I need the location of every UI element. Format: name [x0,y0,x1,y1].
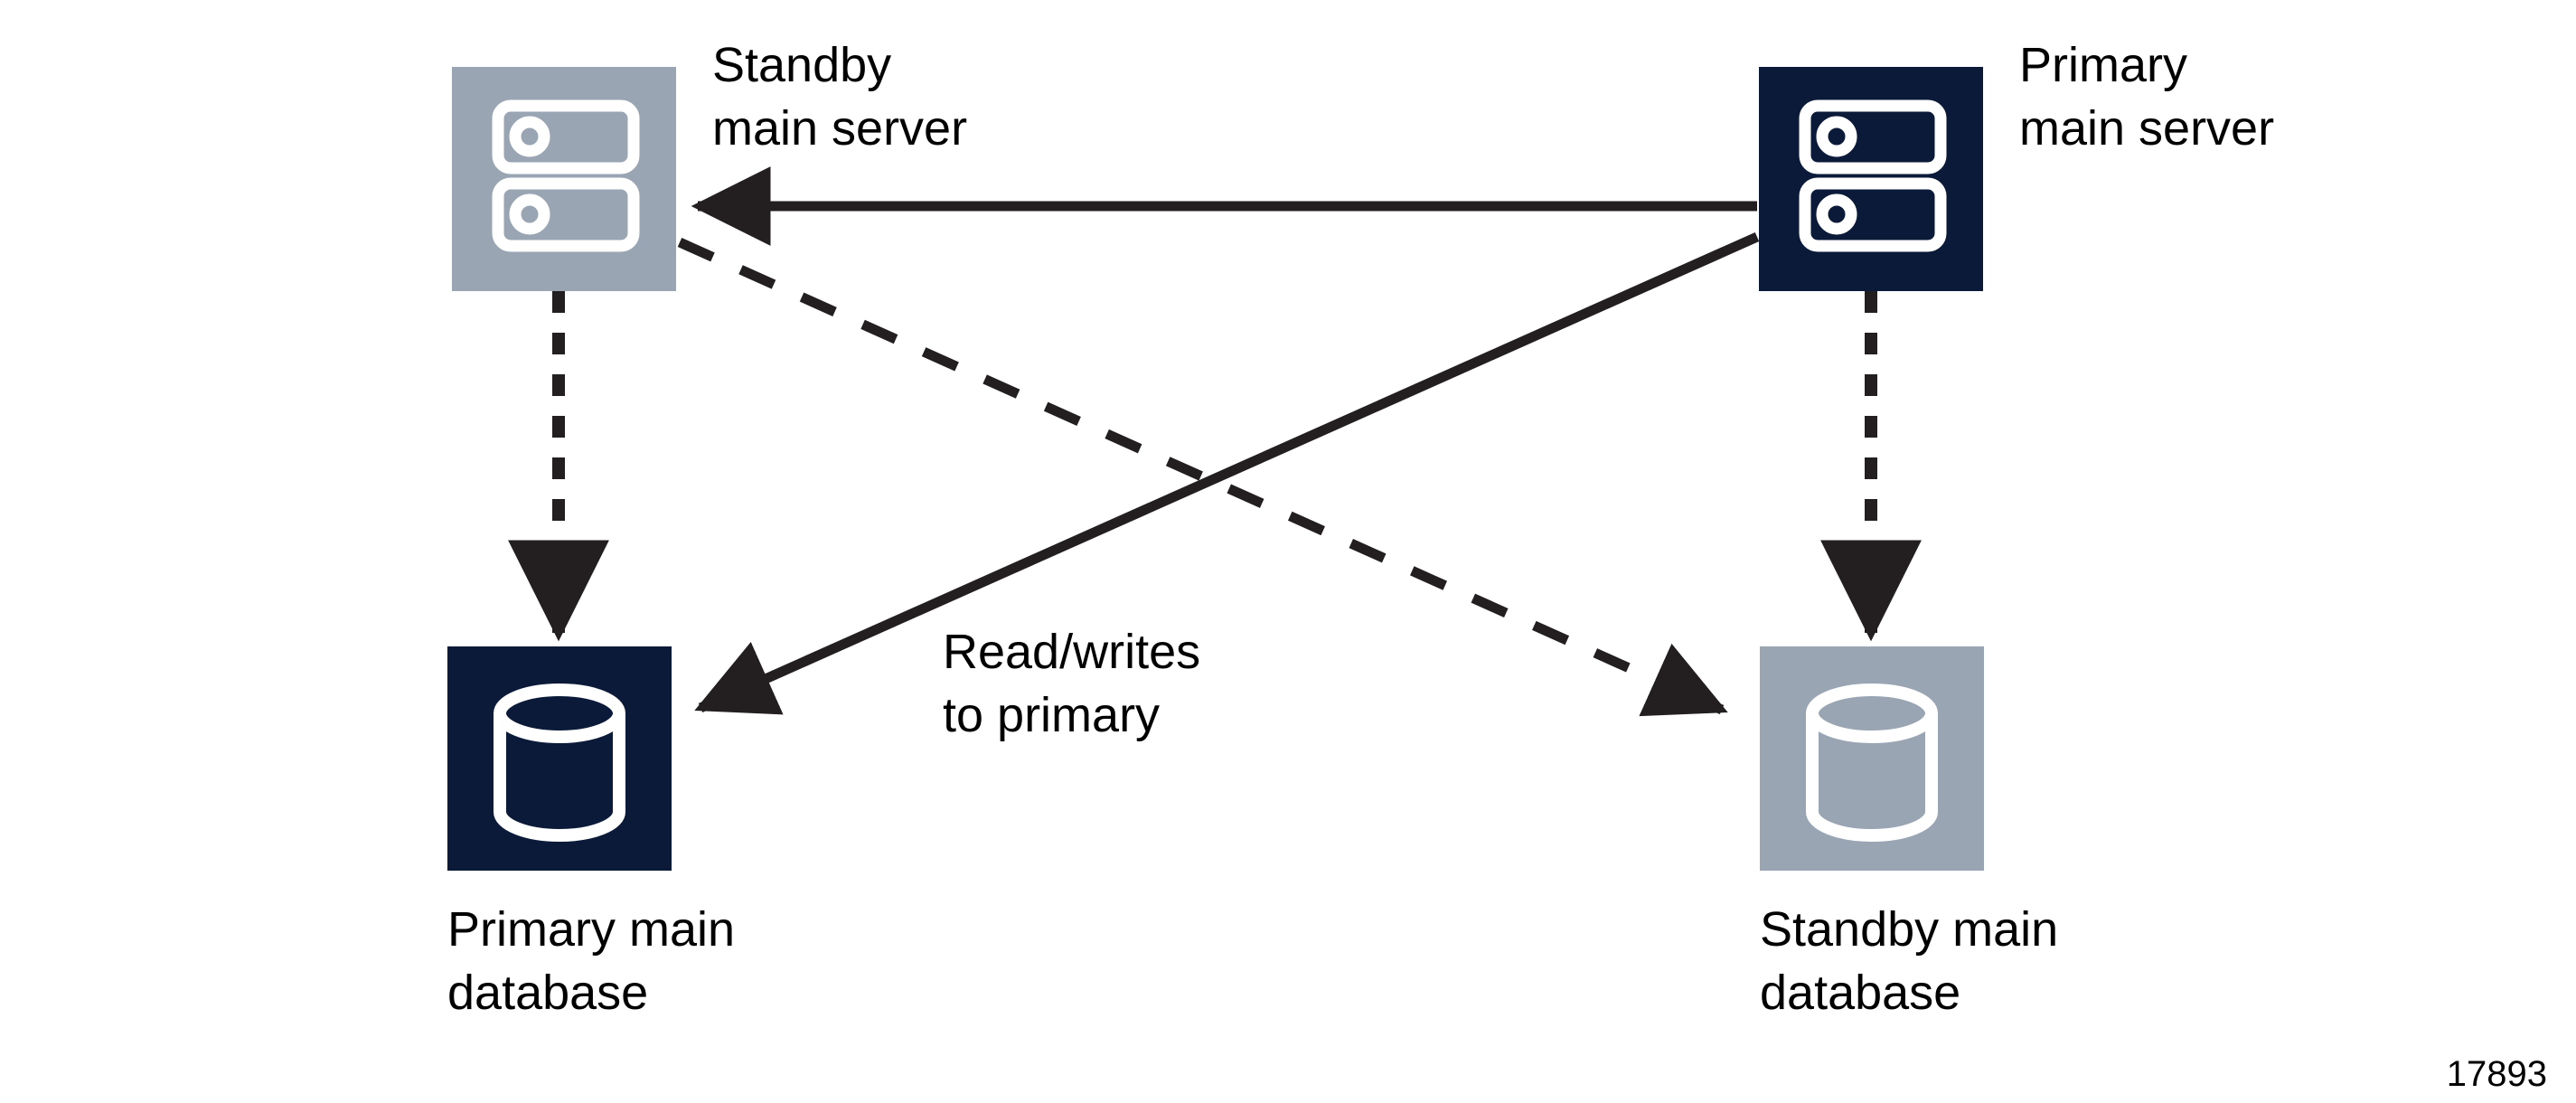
server-icon [492,99,640,252]
primary-database-label-line2: database [447,966,648,1020]
standby-server-label-line2: main server [712,101,967,156]
node-primary-main-server[interactable]: Primary main server [1759,38,2274,291]
standby-database-label-line1: Standby main [1760,902,2058,957]
edge-primary-server-to-primary-database [694,231,1760,715]
server-icon [1799,99,1947,252]
figure-number: 17893 [2447,1054,2547,1094]
edge-line [694,231,1760,715]
database-icon [494,683,625,842]
primary-database-label-line1: Primary main [447,902,735,957]
standby-database-label-line2: database [1760,966,1960,1020]
edge-line [677,237,1728,717]
database-icon [1806,683,1938,842]
edge-label-read-writes-to-primary: Read/writes to primary [943,625,1200,742]
primary-server-label-line1: Primary [2019,38,2187,92]
node-standby-main-database[interactable]: Standby main database [1760,646,2058,1020]
node-standby-main-server[interactable]: Standby main server [452,38,967,291]
read-writes-label-line2: to primary [943,688,1160,742]
read-writes-label-line1: Read/writes [943,625,1200,679]
primary-server-label-line2: main server [2019,101,2274,156]
node-primary-main-database[interactable]: Primary main database [447,646,735,1020]
edge-standby-server-to-standby-database [677,237,1728,717]
standby-server-label-line1: Standby [712,38,891,92]
